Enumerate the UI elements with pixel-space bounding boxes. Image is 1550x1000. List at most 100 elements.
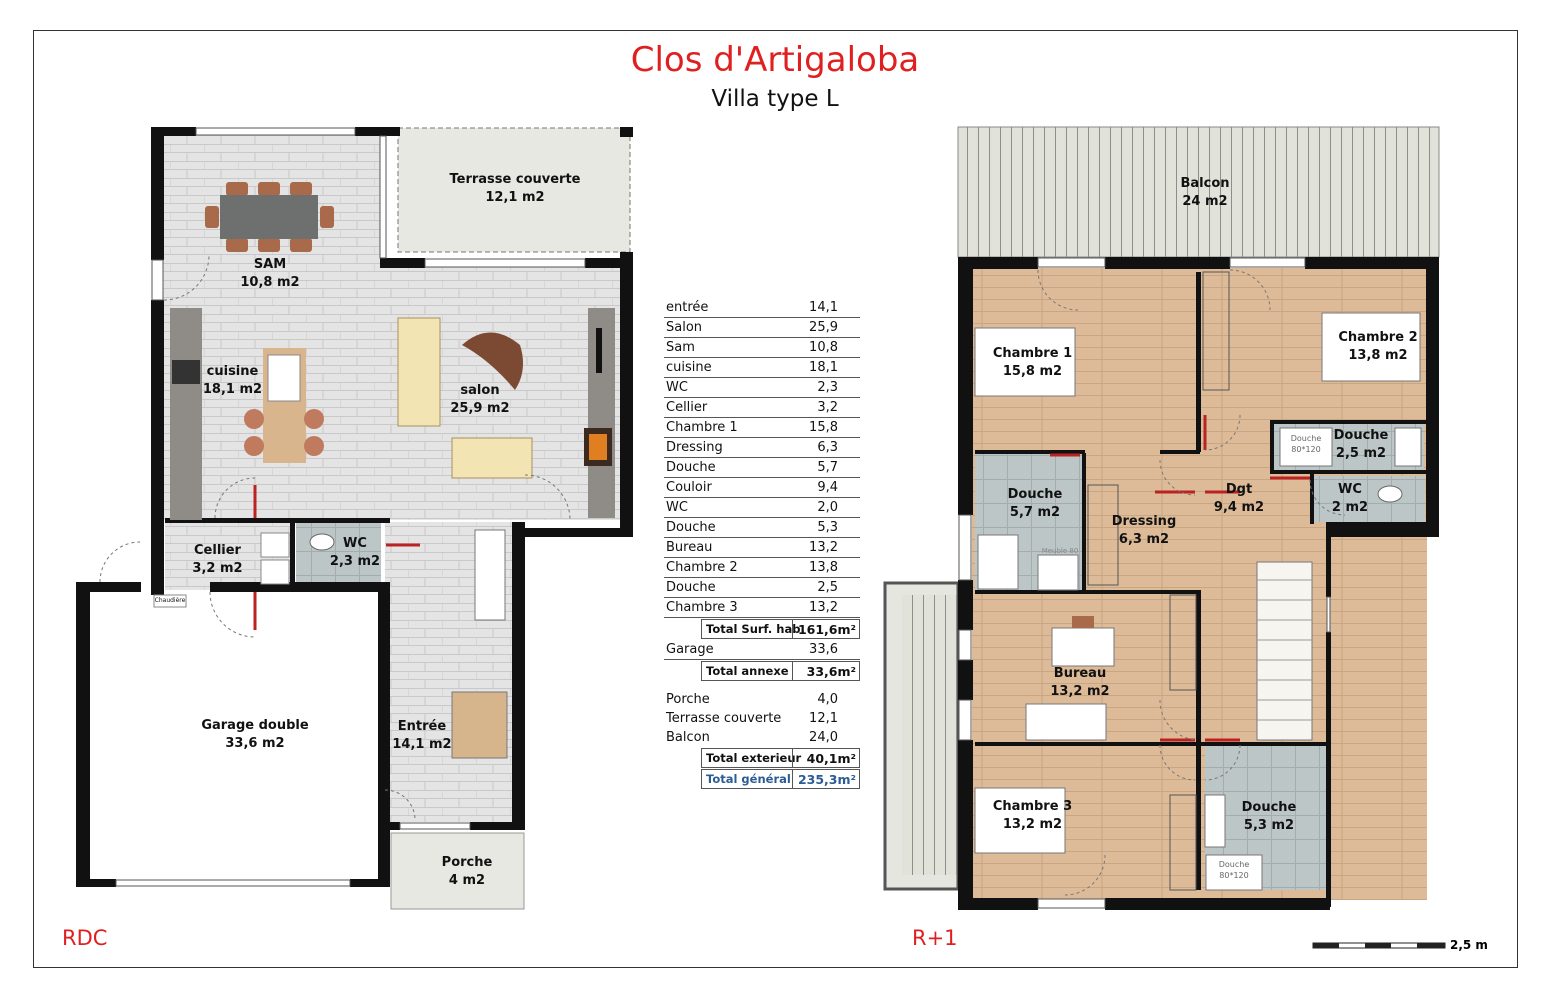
annexe-rows: Garage 33,6 xyxy=(664,640,860,660)
r1-plan xyxy=(883,126,1440,910)
balcon-floor xyxy=(957,126,1440,258)
shower-size-label: Douche 80*120 xyxy=(1290,434,1322,454)
surface-name: Couloir xyxy=(666,480,712,495)
dining-table xyxy=(205,182,334,252)
total-habitable: Total Surf. hab.161,6m² xyxy=(664,619,860,639)
rug xyxy=(462,332,524,390)
surface-name: Garage xyxy=(666,642,714,657)
surface-value: 2,5 xyxy=(817,580,838,595)
surface-row: Sam 10,8 xyxy=(664,338,860,358)
surface-name: Bureau xyxy=(666,540,713,555)
surface-value: 5,3 xyxy=(817,520,838,535)
surface-row: Couloir 9,4 xyxy=(664,478,860,498)
sheet-border xyxy=(33,30,1518,968)
armchairs xyxy=(451,437,533,479)
surface-row: Bureau 13,2 xyxy=(664,538,860,558)
sofa xyxy=(397,317,441,427)
surface-value: 14,1 xyxy=(809,300,838,315)
wc-floor xyxy=(296,522,381,587)
surface-name: Sam xyxy=(666,340,695,355)
level-r1: R+1 xyxy=(912,926,958,950)
surface-value: 15,8 xyxy=(809,420,838,435)
surface-value: 3,2 xyxy=(817,400,838,415)
shower-size-label: Douche 80*120 xyxy=(1218,860,1250,880)
terrasse-floor xyxy=(397,127,631,253)
porche-floor xyxy=(390,832,525,910)
surface-value: 4,0 xyxy=(817,692,838,707)
surface-name: Douche xyxy=(666,460,716,475)
surface-name: Terrasse couverte xyxy=(666,711,782,726)
vanity-label: Meuble 80 xyxy=(1041,547,1079,555)
surface-name: Cellier xyxy=(666,400,708,415)
surface-name: Chambre 3 xyxy=(666,600,738,615)
surface-name: Porche xyxy=(666,692,710,707)
surface-name: entrée xyxy=(666,300,709,315)
surface-name: Balcon xyxy=(666,730,710,745)
garage-floor xyxy=(85,592,380,879)
scale-bar xyxy=(1312,942,1446,949)
surface-value: 13,2 xyxy=(809,600,838,615)
surface-name: cuisine xyxy=(666,360,712,375)
bed-chambre1 xyxy=(974,327,1076,397)
surface-value: 33,6 xyxy=(809,642,838,657)
wc-r1-floor xyxy=(1313,476,1425,522)
surface-row: Garage 33,6 xyxy=(664,640,860,660)
boiler-label: Chaudière xyxy=(154,597,186,604)
surface-name: WC xyxy=(666,380,688,395)
surface-row: Chambre 3 13,2 xyxy=(664,598,860,618)
surface-value: 5,7 xyxy=(817,460,838,475)
level-rdc: RDC xyxy=(62,926,108,950)
rdc-plan xyxy=(76,127,633,910)
surface-row: Cellier 3,2 xyxy=(664,398,860,418)
surface-value: 6,3 xyxy=(817,440,838,455)
surface-name: Salon xyxy=(666,320,703,335)
surface-value: 25,9 xyxy=(809,320,838,335)
surface-value: 2,3 xyxy=(817,380,838,395)
surface-row: Douche 5,7 xyxy=(664,458,860,478)
bed-chambre3 xyxy=(974,787,1066,854)
surface-row: Salon 25,9 xyxy=(664,318,860,338)
surface-value: 9,4 xyxy=(817,480,838,495)
surface-name: Douche xyxy=(666,520,716,535)
surface-value: 18,1 xyxy=(809,360,838,375)
bed-chambre2 xyxy=(1321,312,1421,382)
villa-type: Villa type L xyxy=(711,86,839,112)
surface-value: 2,0 xyxy=(817,500,838,515)
surface-name: Douche xyxy=(666,580,716,595)
surface-value: 10,8 xyxy=(809,340,838,355)
surface-value: 13,2 xyxy=(809,540,838,555)
surface-name: WC xyxy=(666,500,688,515)
surface-value: 13,8 xyxy=(809,560,838,575)
salon-floor xyxy=(160,262,630,520)
surface-value: 24,0 xyxy=(809,730,838,745)
surface-row: WC 2,0 xyxy=(664,498,860,518)
surface-row: WC 2,3 xyxy=(664,378,860,398)
